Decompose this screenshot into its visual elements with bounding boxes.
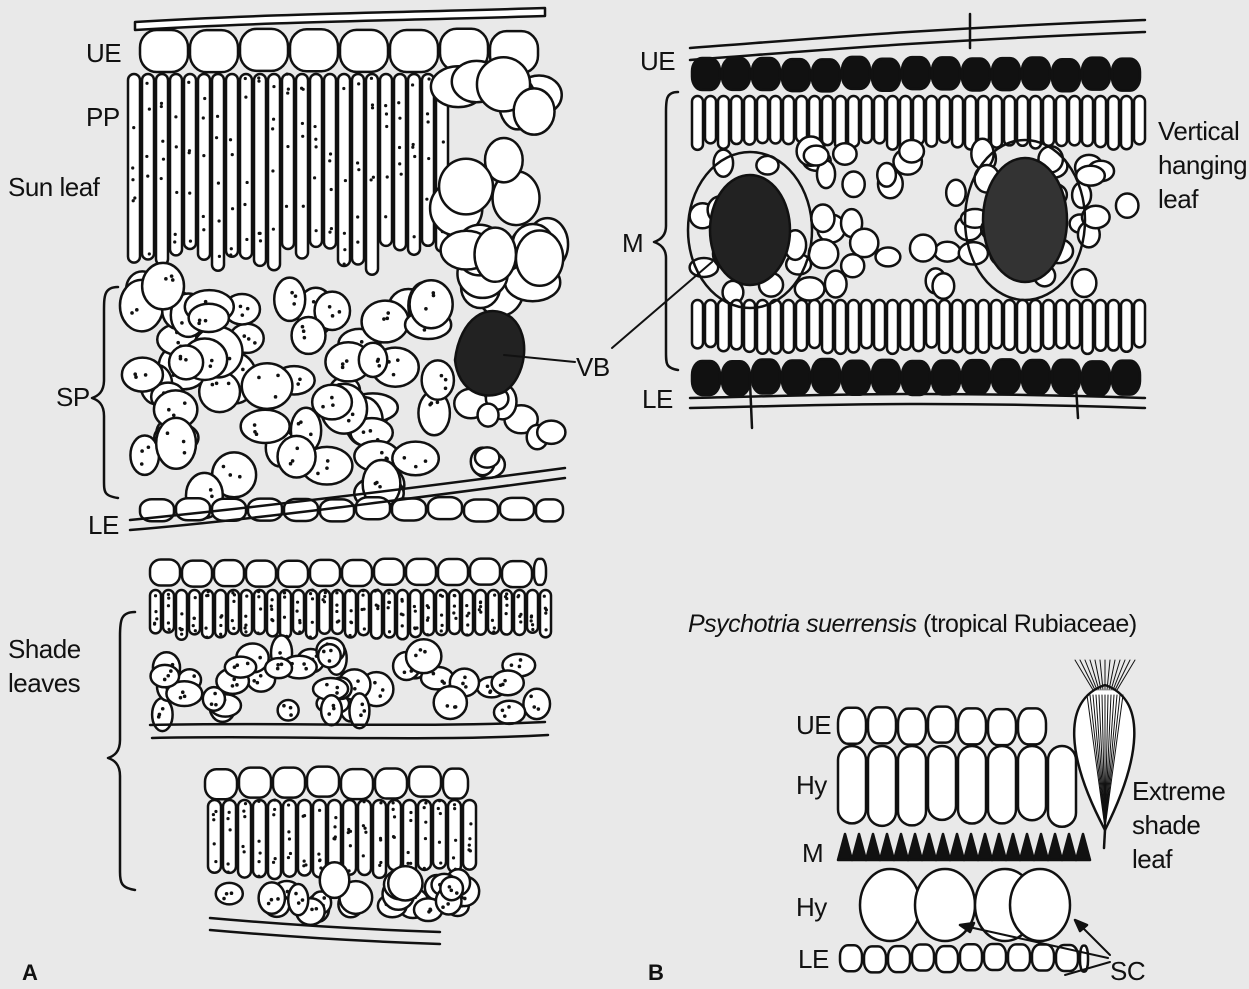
sun-leaf-spongy-parenchyma [120, 263, 454, 518]
shade-leaf-2-section [205, 767, 479, 944]
sun-leaf-title: Sun leaf [8, 174, 99, 200]
extreme-shade-leaf-title-line1: Extreme [1132, 774, 1232, 808]
vertical-leaf-ue-label: UE [640, 48, 675, 74]
extreme-shade-leaf-section [838, 660, 1135, 975]
extreme-leaf-le-label: LE [798, 946, 829, 972]
panel-b-letter: B [648, 962, 663, 984]
sun-leaf-section [120, 8, 568, 530]
sp-bracket [92, 287, 118, 498]
shade-leaf-1-section [150, 559, 551, 739]
sun-leaf-ue-label: UE [86, 40, 121, 66]
vertical-leaf-title: Vertical hanging leaf [1158, 114, 1249, 216]
extreme-shade-leaf-title: Extreme shade leaf [1132, 774, 1232, 876]
shade-bracket [108, 612, 135, 890]
vb-label: VB [576, 354, 610, 380]
sun-leaf-le-label: LE [88, 512, 119, 538]
extreme-shade-leaf-title-line2: shade [1132, 808, 1232, 842]
sun-leaf-sp-label: SP [56, 384, 90, 410]
vertical-leaf-title-line3: leaf [1158, 182, 1249, 216]
vertical-leaf-section [688, 14, 1145, 428]
m-bracket [654, 92, 678, 370]
extreme-leaf-hy-upper-label: Hy [796, 772, 827, 798]
vertical-leaf-le-label: LE [642, 386, 673, 412]
vertical-leaf-title-line1: Vertical [1158, 114, 1249, 148]
sun-leaf-palisade [128, 73, 448, 275]
species-caption: Psychotria suerrensis (tropical Rubiacea… [688, 612, 1137, 637]
vertical-leaf-title-line2: hanging [1158, 148, 1249, 182]
extreme-leaf-m-label: M [802, 840, 823, 866]
shade-leaves-title-line2: leaves [8, 666, 108, 700]
extreme-leaf-hy-lower-label: Hy [796, 894, 827, 920]
extreme-shade-leaf-title-line3: leaf [1132, 842, 1232, 876]
sun-leaf-vascular-bundle [455, 311, 524, 395]
extreme-leaf-sc-label: SC [1110, 958, 1145, 984]
species-family: (tropical Rubiaceae) [923, 610, 1137, 638]
extreme-leaf-ue-label: UE [796, 712, 831, 738]
sun-leaf-pp-label: PP [86, 104, 120, 130]
species-name: Psychotria suerrensis [688, 610, 916, 638]
shade-leaves-title-line1: Shade [8, 632, 108, 666]
vertical-leaf-m-label: M [622, 230, 643, 256]
sun-leaf-lower-epidermis [140, 497, 563, 521]
panel-a-letter: A [22, 962, 37, 984]
shade-leaves-title: Shade leaves [8, 632, 108, 700]
